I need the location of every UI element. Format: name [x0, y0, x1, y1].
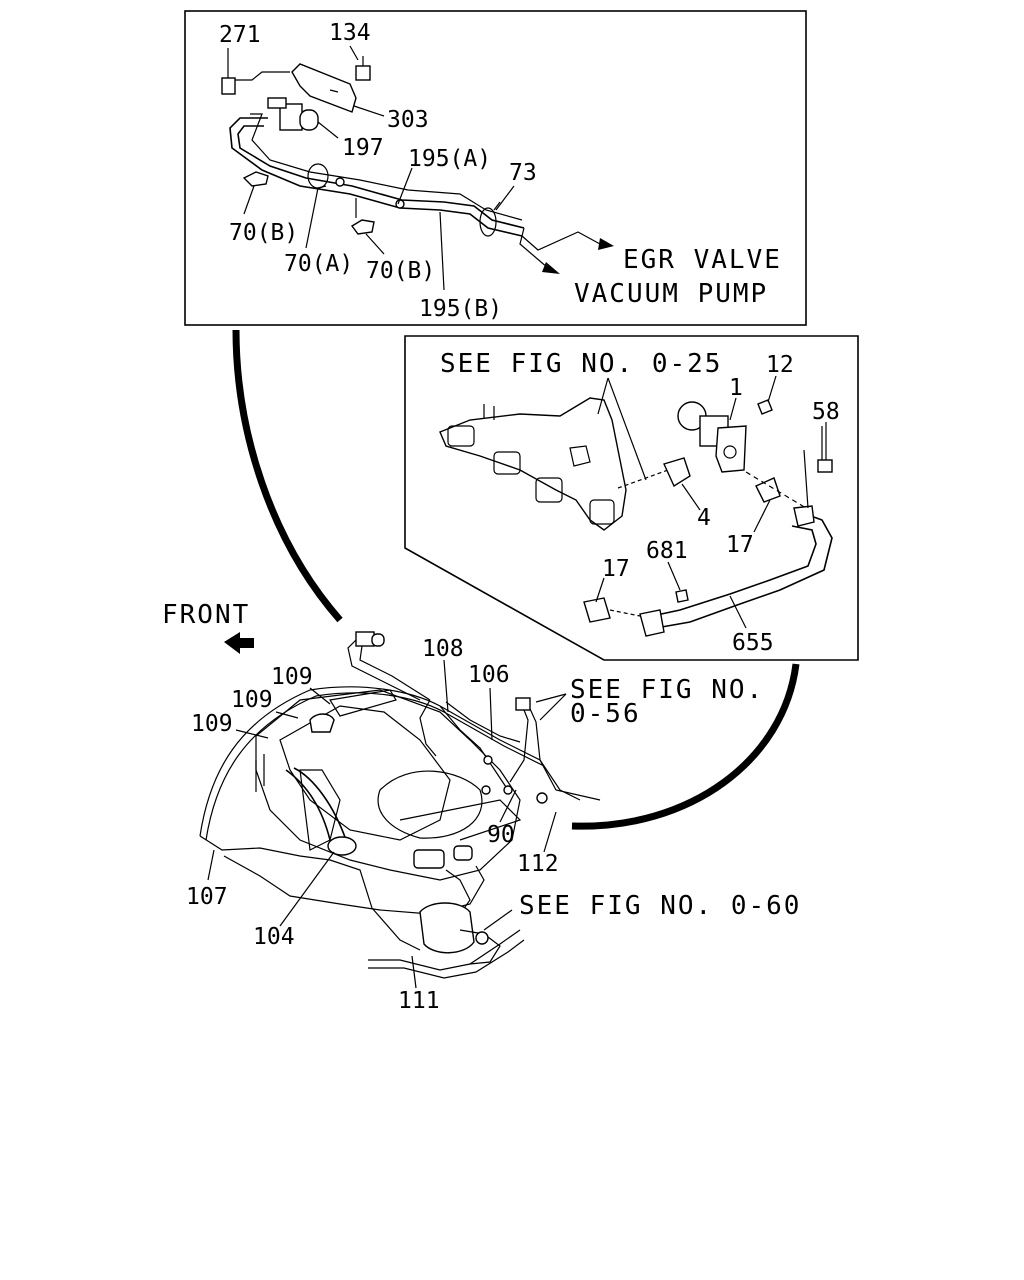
label-108: 108: [422, 636, 464, 662]
vsv-197: [267, 97, 339, 139]
label-73: 73: [509, 160, 537, 186]
top-panel-frame: [184, 10, 807, 326]
bolt-58: [817, 426, 833, 473]
connector-curves: [232, 329, 800, 830]
gasket-4: [617, 457, 691, 489]
vacuum-hoses: [199, 686, 601, 951]
label-vacuum-pump: VACUUM PUMP: [574, 279, 768, 309]
label-see-fig-0-56-line2: 0-56: [570, 699, 641, 729]
clamp-73: [479, 201, 501, 237]
egr-valve-1: [677, 401, 747, 473]
clip-70b-left: [242, 171, 269, 187]
front-arrow-icon: [224, 632, 254, 654]
clip-70b-mid: [350, 198, 375, 235]
vsv-connector-part: [347, 631, 431, 701]
label-109-a: 109: [271, 664, 313, 690]
label-195a: 195(A): [408, 146, 491, 172]
label-195b: 195(B): [419, 296, 502, 322]
egr-valve-arrow: [521, 231, 614, 251]
label-112: 112: [517, 851, 559, 877]
mid-panel-frame: [404, 335, 859, 661]
hose-195: [229, 113, 525, 237]
label-109-b: 109: [231, 687, 273, 713]
label-107: 107: [186, 884, 228, 910]
engine-block: [255, 689, 522, 881]
vacuum-pump-assembly: [368, 845, 525, 979]
nut-12: [757, 399, 773, 415]
bolt-271: [221, 60, 290, 95]
label-106: 106: [468, 662, 510, 688]
label-271: 271: [219, 22, 261, 48]
label-1: 1: [729, 375, 743, 401]
gasket-17-left: [583, 597, 641, 623]
label-17-right: 17: [726, 532, 754, 558]
label-58: 58: [812, 399, 840, 425]
bolt-134: [355, 56, 371, 81]
label-197: 197: [342, 135, 384, 161]
mid-panel: SEE FIG NO. 0-25 1 12 58 4 17 681 17 655: [404, 335, 859, 661]
label-655: 655: [732, 630, 774, 656]
gasket-17-right: [755, 477, 781, 503]
label-front: FRONT: [162, 600, 250, 630]
label-104: 104: [253, 924, 295, 950]
label-see-fig-0-56-line1: SEE FIG NO.: [570, 675, 764, 705]
label-17-left: 17: [602, 556, 630, 582]
label-see-fig-0-25: SEE FIG NO. 0-25: [440, 349, 722, 379]
top-panel: 271 134 303 197 195(A) 73 70(B) 70(A) 70…: [184, 10, 807, 326]
engine-view: FRONT 108 106 SEE FIG NO. 0-56 109 109 1…: [162, 600, 801, 1014]
label-70b-left: 70(B): [229, 220, 298, 246]
bracket-303: [291, 63, 385, 117]
label-70a: 70(A): [284, 251, 353, 277]
label-70b-mid: 70(B): [366, 258, 435, 284]
label-90: 90: [487, 822, 515, 848]
exhaust-manifold: [439, 397, 627, 531]
clip-70a: [307, 163, 329, 189]
label-109-c: 109: [191, 711, 233, 737]
label-303: 303: [387, 107, 429, 133]
label-see-fig-0-60: SEE FIG NO. 0-60: [519, 891, 801, 921]
label-681: 681: [646, 538, 688, 564]
label-134: 134: [329, 20, 371, 46]
egr-pipe-655: [639, 505, 833, 637]
label-111: 111: [398, 988, 440, 1014]
label-egr-valve: EGR VALVE: [623, 245, 782, 275]
vacuum-pump-arrow: [519, 227, 560, 274]
label-12: 12: [766, 352, 794, 378]
label-4: 4: [697, 505, 711, 531]
nut-681: [675, 589, 689, 603]
